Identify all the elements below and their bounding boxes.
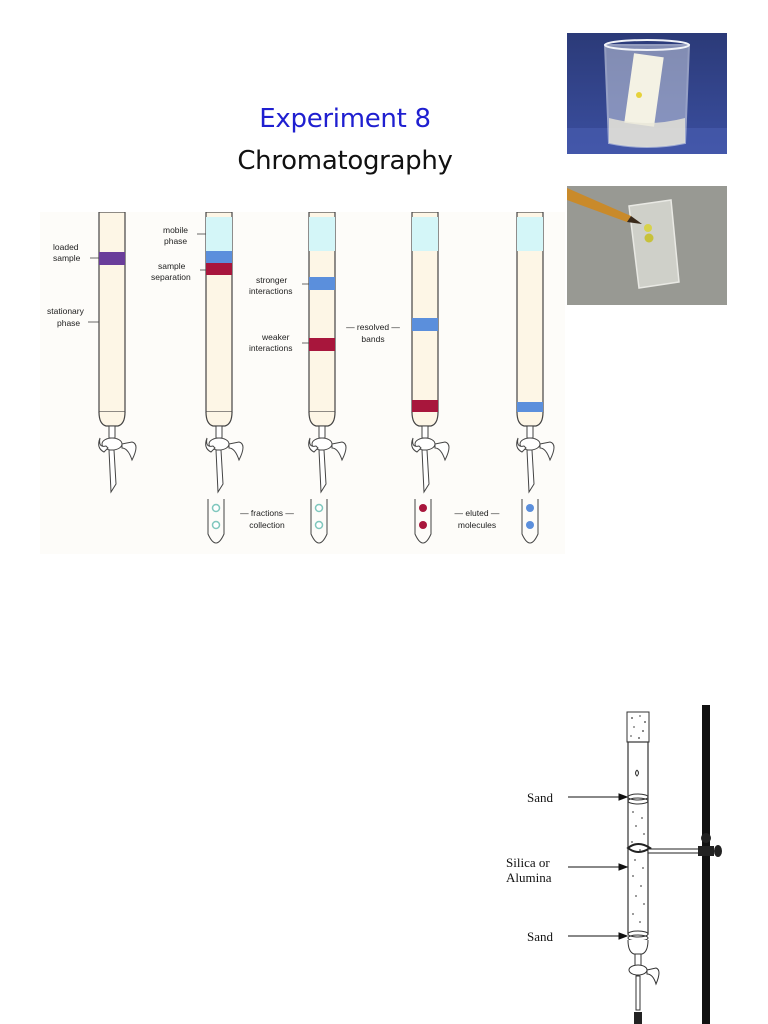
label-weaker-interactions-1: weaker [261, 332, 290, 342]
label-loaded-sample-1: loaded [53, 242, 79, 252]
label-silica-2: Alumina [506, 870, 552, 885]
label-silica-1: Silica or [506, 855, 550, 870]
label-stronger-interactions-2: interactions [249, 286, 292, 296]
label-sand-bottom: Sand [527, 929, 554, 944]
beaker-photo [567, 33, 727, 154]
tlc-photo [567, 186, 727, 305]
glass-column [627, 712, 659, 1024]
label-resolved-bands-2: bands [361, 334, 384, 344]
label-resolved-bands-1: — resolved — [346, 322, 400, 332]
label-mobile-phase-2: phase [164, 236, 187, 246]
beaker-icon [605, 40, 689, 147]
label-sand-top: Sand [527, 790, 554, 805]
label-eluted-molecules-1: — eluted — [455, 508, 500, 518]
label-weaker-interactions-2: interactions [249, 343, 292, 353]
label-eluted-molecules-2: molecules [458, 520, 496, 530]
label-sample-separation-2: separation [151, 272, 191, 282]
label-fractions-collection-2: collection [249, 520, 285, 530]
ring-stand-rod [702, 705, 710, 1024]
label-fractions-collection-1: — fractions — [240, 508, 294, 518]
label-mobile-phase-1: mobile [163, 225, 188, 235]
label-stationary-phase-2: phase [57, 318, 80, 328]
label-stationary-phase-1: stationary [47, 306, 85, 316]
label-sample-separation-1: sample [158, 261, 186, 271]
loaded-sample-band [99, 252, 125, 265]
label-loaded-sample-2: sample [53, 253, 81, 263]
column-apparatus-diagram: Sand Silica or Alumina Sand [500, 700, 730, 1024]
label-stronger-interactions-1: stronger [256, 275, 287, 285]
column-chromatography-diagram: loaded sample stationary phase mobile ph… [40, 212, 565, 554]
